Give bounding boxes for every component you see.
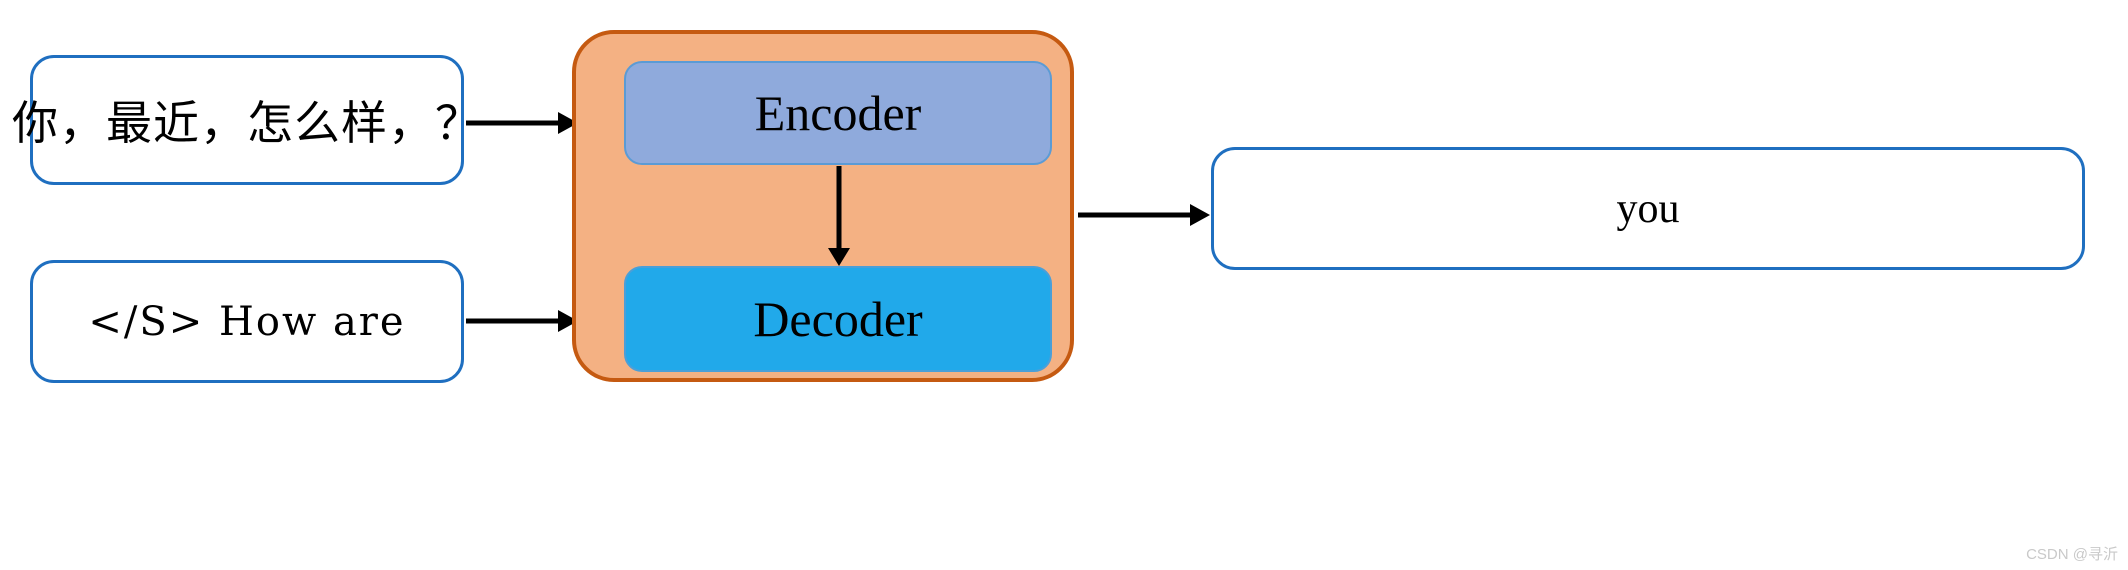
output-token-text: you — [1616, 185, 1680, 232]
input-box-target-prefix[interactable]: </S> How are — [30, 260, 464, 383]
input-box-source-sentence[interactable]: 你，最近，怎么样，？ — [12, 55, 481, 185]
arrow-prefix-to-model — [466, 306, 578, 336]
source-sentence-text: 你，最近，怎么样，？ — [12, 96, 482, 150]
decoder-block[interactable]: Decoder — [624, 266, 1052, 372]
arrow-model-to-output — [1078, 200, 1210, 230]
arrow-encoder-to-decoder — [824, 166, 854, 266]
model-container: Encoder Decoder — [572, 30, 1074, 382]
watermark-label: CSDN @寻沂 — [2026, 546, 2118, 563]
encoder-label: Encoder — [754, 85, 922, 141]
decoder-label: Decoder — [753, 291, 923, 347]
output-box-predicted-token[interactable]: you — [1211, 147, 2085, 270]
encoder-block[interactable]: Encoder — [624, 61, 1052, 165]
target-prefix-text: </S> How are — [88, 298, 406, 345]
arrow-source-to-model — [466, 108, 578, 138]
